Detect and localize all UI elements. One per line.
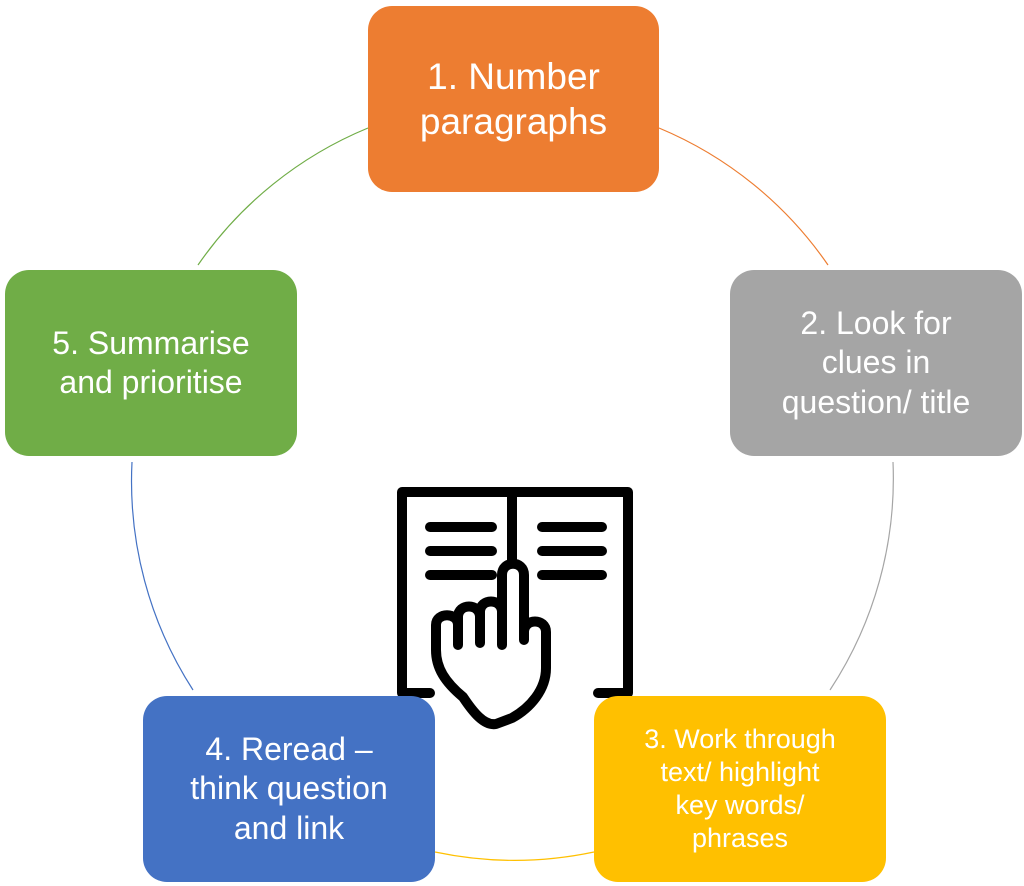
step-4-label: 4. Reread – think question and link <box>190 731 388 846</box>
connector-arc-2-3 <box>829 461 894 691</box>
step-2-label: 2. Look for clues in question/ title <box>781 305 971 420</box>
step-1-label: 1. Number paragraphs <box>419 55 608 142</box>
connector-arc-4-5 <box>130 461 194 691</box>
step-5-box: 5. Summarise and prioritise <box>5 270 297 456</box>
step-5-label: 5. Summarise and prioritise <box>52 324 250 400</box>
reading-book-hand-icon <box>397 487 633 730</box>
step-3-box: 3. Work through text/ highlight key word… <box>594 696 886 882</box>
connector-arc-1-2 <box>658 127 829 266</box>
step-3-label: 3. Work through text/ highlight key word… <box>644 724 836 853</box>
step-2-box: 2. Look for clues in question/ title <box>730 270 1022 456</box>
connector-arc-5-1 <box>197 127 369 266</box>
connector-arc-3-4 <box>434 851 595 861</box>
step-4-box: 4. Reread – think question and link <box>143 696 435 882</box>
step-1-box: 1. Number paragraphs <box>368 6 659 192</box>
